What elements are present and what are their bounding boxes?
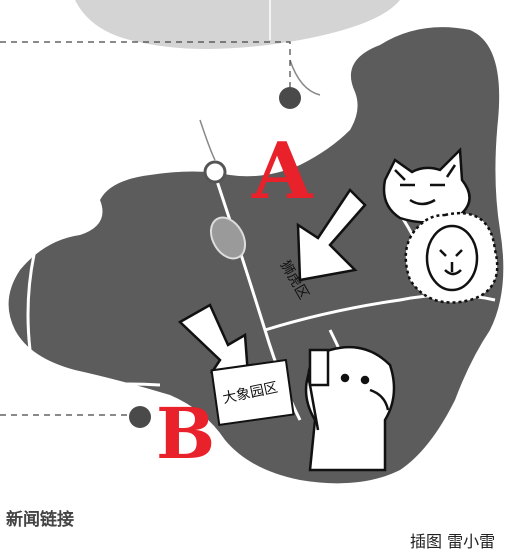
arrow-b-icon <box>177 303 250 377</box>
dashed-connector-a <box>0 41 291 98</box>
marker-dot-b <box>129 406 151 428</box>
tiger-icon <box>382 147 471 224</box>
top-circle <box>75 0 400 49</box>
illustration-credit: 插图 雷小雷 <box>410 532 496 551</box>
news-link[interactable]: 新闻链接 <box>6 510 74 530</box>
marker-letter-b: B <box>156 392 215 475</box>
marker-dot-a <box>279 87 301 109</box>
elephant-area-sign <box>210 358 295 427</box>
arrow-a-icon <box>296 188 367 282</box>
elephant-icon <box>304 345 396 472</box>
lion-icon <box>404 211 499 304</box>
marker-letter-a: A <box>251 126 314 217</box>
